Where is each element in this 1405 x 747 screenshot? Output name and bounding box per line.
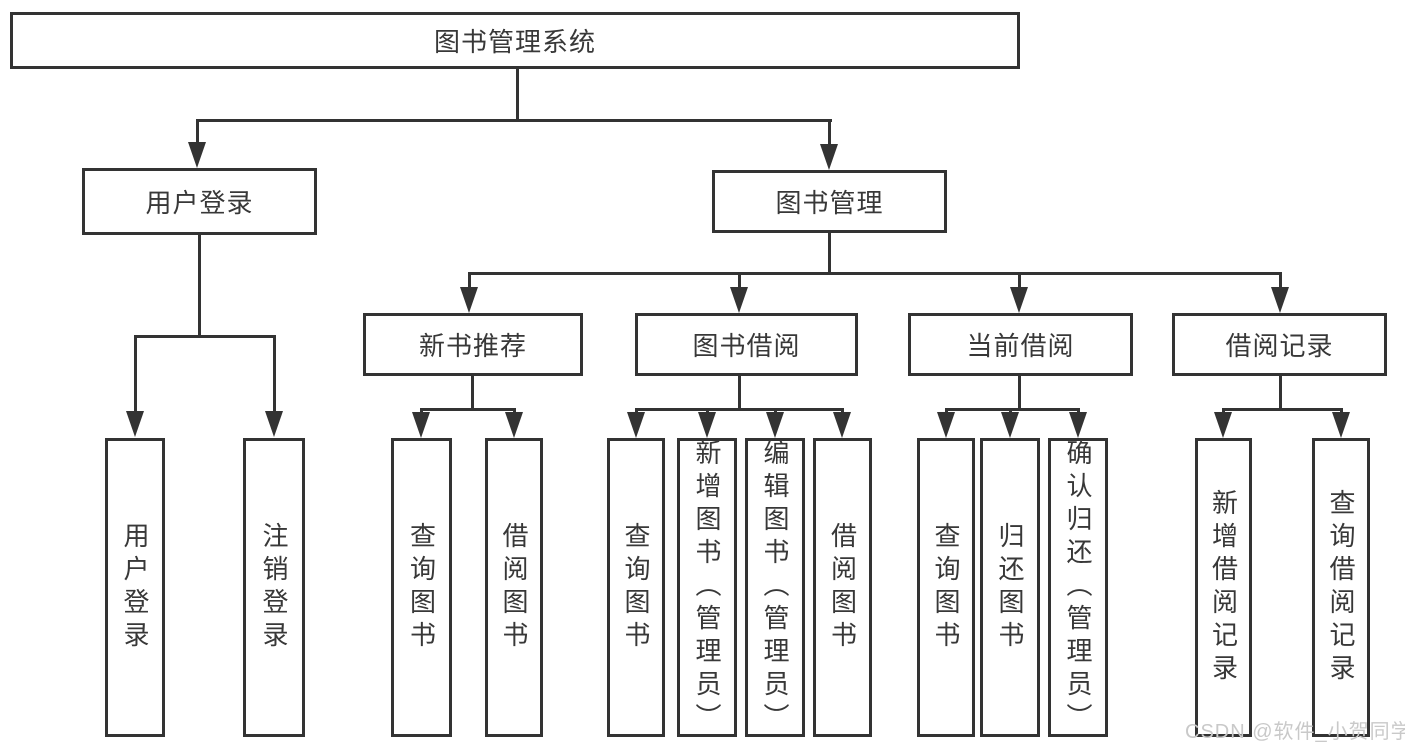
leaf-current-borrow-0: 查询图书 <box>917 438 975 737</box>
connector-line <box>273 335 276 415</box>
arrow-down-icon <box>265 411 283 437</box>
node-book-mgmt: 图书管理 <box>712 170 947 233</box>
connector-line <box>945 408 1080 411</box>
arrow-down-icon <box>937 412 955 438</box>
arrow-down-icon <box>1069 412 1087 438</box>
arrow-down-icon <box>126 411 144 437</box>
connector-line <box>828 233 831 275</box>
leaf-new-books-0: 查询图书 <box>391 438 452 737</box>
connector-line <box>468 272 471 290</box>
node-root-label: 图书管理系统 <box>433 27 596 57</box>
connector-line <box>1222 408 1343 411</box>
node-user-login-label: 用户登录 <box>145 188 254 218</box>
leaf-label: 借阅图书 <box>827 521 858 654</box>
connector-line <box>134 335 276 338</box>
leaf-label: 查询借阅记录 <box>1326 488 1356 687</box>
leaf-label: 借阅图书 <box>499 521 529 654</box>
arrow-down-icon <box>505 412 523 438</box>
leaf-label: 查询图书 <box>406 521 437 654</box>
watermark: CSDN @软件_小贺同学 <box>1185 721 1405 743</box>
arrow-down-icon <box>1010 287 1028 313</box>
leaf-label: 新增图书（管理员） <box>692 439 722 736</box>
connector-line <box>516 69 519 122</box>
node-book-borrow: 图书借阅 <box>635 313 858 376</box>
arrow-down-icon <box>730 287 748 313</box>
leaf-book-borrow-2: 编辑图书（管理员） <box>745 438 805 737</box>
arrow-down-icon <box>698 412 716 438</box>
leaf-label: 归还图书 <box>995 521 1025 654</box>
leaf-label: 注销登录 <box>259 521 289 654</box>
node-borrow-records-label: 借阅记录 <box>1225 331 1334 361</box>
connector-line <box>420 408 516 411</box>
arrow-down-icon <box>188 142 206 168</box>
connector-line <box>1018 376 1021 411</box>
node-user-login: 用户登录 <box>82 168 317 235</box>
node-new-books: 新书推荐 <box>363 313 583 376</box>
leaf-label: 新增借阅记录 <box>1208 488 1239 687</box>
leaf-book-borrow-0: 查询图书 <box>607 438 665 737</box>
connector-line <box>635 408 844 411</box>
node-borrow-records: 借阅记录 <box>1172 313 1387 376</box>
arrow-down-icon <box>1001 412 1019 438</box>
leaf-label: 查询图书 <box>621 521 651 654</box>
node-current-borrow: 当前借阅 <box>908 313 1133 376</box>
leaf-new-books-1: 借阅图书 <box>485 438 543 737</box>
arrow-down-icon <box>766 412 784 438</box>
connector-line <box>738 376 741 411</box>
arrow-down-icon <box>1214 412 1232 438</box>
leaf-current-borrow-1: 归还图书 <box>980 438 1040 737</box>
leaf-book-borrow-1: 新增图书（管理员） <box>677 438 737 737</box>
connector-line <box>1018 272 1021 290</box>
connector-line <box>196 119 832 122</box>
leaf-user-login-0: 用户登录 <box>105 438 165 737</box>
leaf-book-borrow-3: 借阅图书 <box>813 438 872 737</box>
arrow-down-icon <box>412 412 430 438</box>
arrow-down-icon <box>460 287 478 313</box>
arrow-down-icon <box>820 144 838 170</box>
connector-line <box>196 119 199 146</box>
arrow-down-icon <box>833 412 851 438</box>
leaf-label: 确认归还（管理员） <box>1063 439 1093 736</box>
leaf-borrow-records-1: 查询借阅记录 <box>1312 438 1370 737</box>
leaf-current-borrow-2: 确认归还（管理员） <box>1048 438 1108 737</box>
arrow-down-icon <box>1271 287 1289 313</box>
node-root: 图书管理系统 <box>10 12 1020 69</box>
leaf-label: 用户登录 <box>120 521 150 654</box>
leaf-label: 编辑图书（管理员） <box>760 439 790 736</box>
node-book-mgmt-label: 图书管理 <box>775 188 884 218</box>
connector-line <box>198 235 201 338</box>
leaf-user-login-1: 注销登录 <box>243 438 305 737</box>
connector-line <box>828 119 831 148</box>
connector-line <box>134 335 137 415</box>
connector-line <box>1279 376 1282 411</box>
connector-line <box>1279 272 1282 290</box>
connector-line <box>471 376 474 411</box>
connector-line <box>738 272 741 290</box>
leaf-borrow-records-0: 新增借阅记录 <box>1195 438 1252 737</box>
node-book-borrow-label: 图书借阅 <box>692 331 801 361</box>
node-new-books-label: 新书推荐 <box>418 331 527 361</box>
node-current-borrow-label: 当前借阅 <box>966 331 1075 361</box>
connector-line <box>468 272 1282 275</box>
arrow-down-icon <box>1332 412 1350 438</box>
leaf-label: 查询图书 <box>931 521 961 654</box>
arrow-down-icon <box>627 412 645 438</box>
